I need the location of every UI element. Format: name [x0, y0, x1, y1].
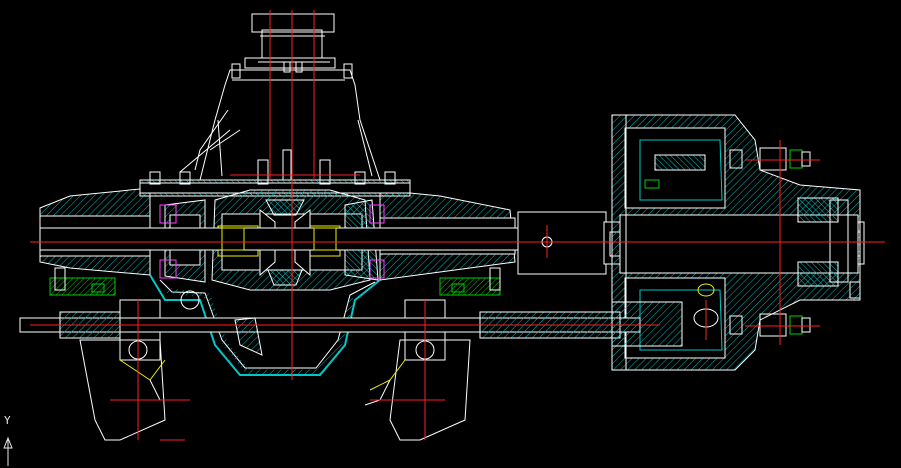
- lower-brackets: [19, 267, 683, 441]
- green-accents: [91, 179, 660, 293]
- housing-bowl: [149, 274, 381, 376]
- ucs-y-label: Y: [4, 414, 11, 427]
- center-lines: [30, 10, 885, 441]
- ucs-axis-icon: [3, 436, 13, 466]
- carrier-top: [149, 13, 396, 185]
